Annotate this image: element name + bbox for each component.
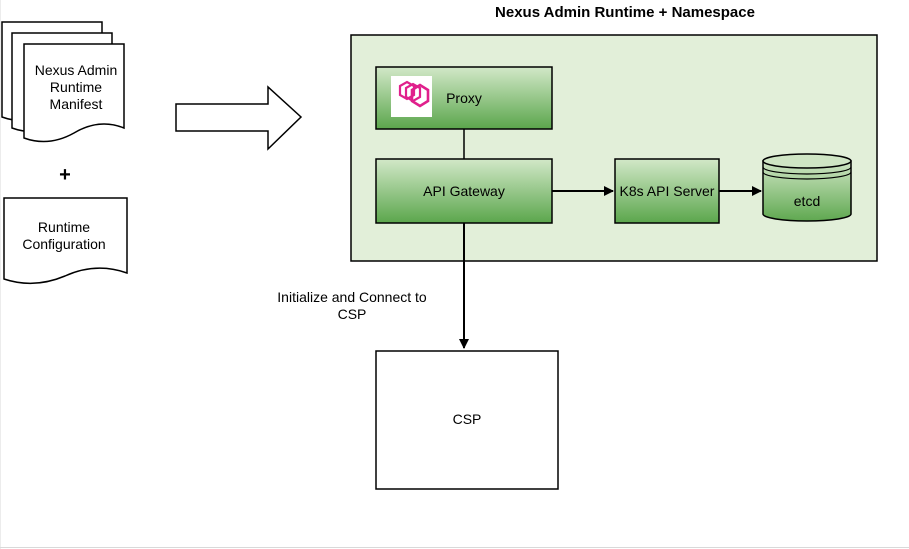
csp-box — [375, 350, 559, 490]
config-document-shape — [3, 197, 128, 285]
manifest-document-label: Nexus Admin Runtime Manifest — [34, 61, 118, 112]
plus-sign: + — [59, 163, 71, 186]
flow-block-arrow — [175, 85, 303, 151]
k8s-api-server-label: K8s API Server — [619, 182, 715, 199]
diagram-title: Nexus Admin Runtime + Namespace — [495, 3, 755, 21]
csp-label: CSP — [452, 410, 482, 427]
api-gateway-box — [375, 158, 553, 224]
k8s-api-server-box — [614, 158, 720, 224]
manifest-document-stack — [1, 21, 125, 143]
etcd-label: etcd — [793, 192, 821, 209]
proxy-label: Proxy — [446, 89, 482, 106]
config-document-label: Runtime Configuration — [22, 219, 106, 252]
connect-edge-label: Initialize and Connect to CSP — [277, 289, 427, 322]
envoy-logo-icon — [391, 76, 432, 117]
etcd-cylinder — [762, 153, 852, 222]
api-gateway-label: API Gateway — [423, 182, 505, 199]
